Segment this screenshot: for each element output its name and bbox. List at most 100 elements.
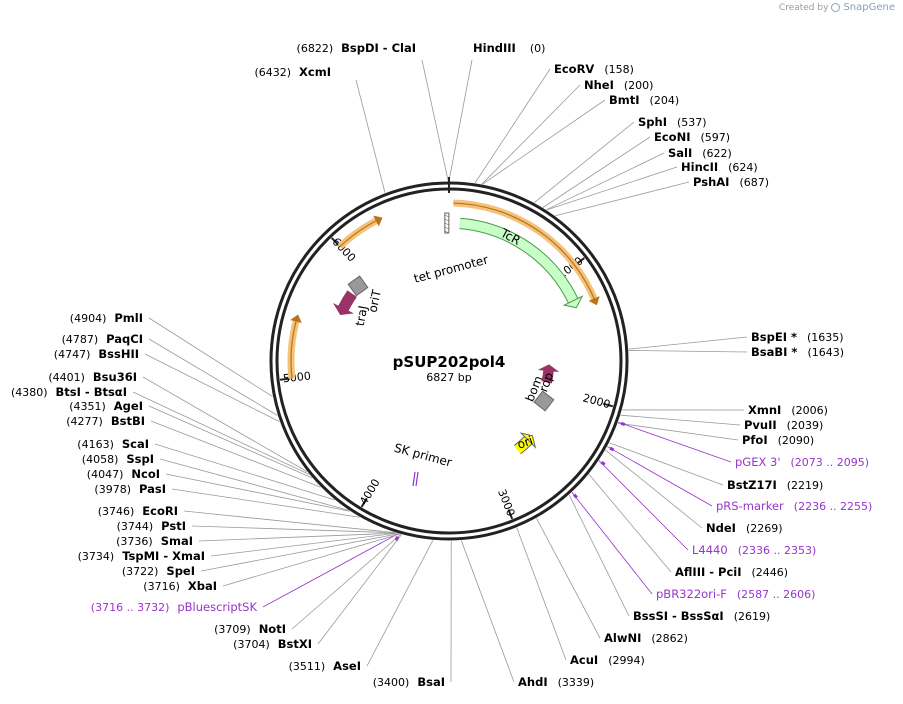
site-name: SmaI <box>161 534 193 548</box>
site-label-pasi: (3978)PasI <box>94 482 166 496</box>
site-name: BssHII <box>98 347 139 361</box>
tet-promoter-stripe <box>444 214 449 218</box>
feature-box-bom <box>533 390 555 412</box>
site-name: BspEI * <box>751 330 797 344</box>
feature-box-orit <box>347 275 369 297</box>
site-position: (3746) <box>98 505 135 518</box>
tick-mark-6000 <box>331 237 340 246</box>
leader-sphi <box>534 121 635 203</box>
site-label-scai: (4163)ScaI <box>77 437 149 451</box>
leader-asei <box>366 540 434 667</box>
leader-lines <box>132 59 748 683</box>
leader-bsu36i <box>142 376 308 472</box>
site-label-asei: (3511) AseI <box>289 659 361 673</box>
site-name: HincII <box>681 160 718 174</box>
feature-label-rop: rop <box>536 371 556 394</box>
snapgene-logo-icon <box>831 3 841 12</box>
plasmid-name: pSUP202pol4 <box>393 353 506 371</box>
site-name: BstXI <box>278 637 312 651</box>
site-label-bsabi: BsaBI *(1643) <box>751 345 844 359</box>
site-position: (200) <box>624 79 654 92</box>
site-position: (0) <box>530 42 546 55</box>
leader-paqci <box>148 338 278 416</box>
site-label-bsssi-bsss-i: BssSI - BssSαI(2619) <box>633 609 770 623</box>
site-name: AlwNI <box>604 631 641 645</box>
leader-scai <box>154 443 335 501</box>
site-name: NdeI <box>706 521 736 535</box>
site-name: BsaBI * <box>751 345 797 359</box>
site-label-pgex-3: pGEX 3'(2073 .. 2095) <box>735 455 869 469</box>
site-label-nhei: NheI(200) <box>584 78 653 92</box>
leader-bsshii <box>144 353 280 422</box>
tick-mark-4000 <box>360 497 368 508</box>
site-label-sphi: SphI(537) <box>638 115 707 129</box>
site-name: AhdI <box>518 675 548 689</box>
leader-bsssi-bsss-i <box>568 494 630 617</box>
site-label-btsi-bts-i: (4380)BtsI - BtsαI <box>11 385 127 399</box>
site-label-hincii: HincII (624) <box>681 160 758 174</box>
site-label-bspdi-clai: (6822) BspDI - ClaI <box>297 41 416 55</box>
site-label-afliii-pcii: AflIII - PciI(2446) <box>675 565 788 579</box>
primer-site-mark <box>600 461 606 466</box>
site-position: (2073 .. 2095) <box>791 456 870 469</box>
site-label-xcmi: (6432) XcmI <box>254 65 331 79</box>
feature-label-sk-primer: SK primer <box>393 441 454 470</box>
site-position: (4380) <box>11 386 48 399</box>
site-position: (3704) <box>233 638 270 651</box>
site-label-pmli: (4904)PmlI <box>70 311 143 325</box>
site-position: (3736) <box>116 535 153 548</box>
site-position: (4787) <box>62 333 99 346</box>
tet-promoter-stripe <box>444 226 449 230</box>
primer-site-mark <box>609 446 615 452</box>
tet-promoter-stripe <box>444 218 449 222</box>
tick-mark-1000 <box>575 257 585 265</box>
leader-pvuii <box>620 414 741 426</box>
site-label-noti: (3709)NotI <box>214 622 286 636</box>
site-name: AseI <box>333 659 361 673</box>
orf-arrows <box>287 199 600 379</box>
leader-pbr322ori-f <box>571 492 653 595</box>
site-name: SpeI <box>166 564 195 578</box>
site-position: (6432) <box>254 66 291 79</box>
credit-prefix: Created by <box>778 2 829 13</box>
site-label-alwni: AlwNI(2862) <box>604 631 688 645</box>
site-label-pvuii: PvuII(2039) <box>744 418 823 432</box>
leader-spei <box>200 533 399 572</box>
site-position: (2269) <box>746 522 783 535</box>
leader-pasi <box>171 488 360 518</box>
tick-label-5000: 5000 <box>282 369 311 385</box>
feature-head-tcr <box>562 295 584 309</box>
site-label-econi: EcoNI(597) <box>654 130 730 144</box>
primer-site-mark <box>572 493 578 499</box>
site-name: BsaI <box>417 675 445 689</box>
leader-bsabi <box>628 350 748 353</box>
feature-body-tcr <box>459 218 578 303</box>
site-name: BspDI - ClaI <box>341 41 416 55</box>
site-position: (3722) <box>122 565 159 578</box>
site-position: (6822) <box>297 42 334 55</box>
site-label-paqci: (4787)PaqCI <box>62 332 143 346</box>
site-position: (622) <box>702 147 732 160</box>
site-name: BstBI <box>111 414 145 428</box>
site-position: (2587 .. 2606) <box>737 588 816 601</box>
site-name: PstI <box>161 519 186 533</box>
site-name: XcmI <box>299 65 331 79</box>
site-position: (3511) <box>289 660 326 673</box>
feature-head-ori <box>519 432 537 449</box>
leader-ahdi <box>460 540 515 683</box>
site-label-pshai: PshAI(687) <box>693 175 769 189</box>
leader-tspmi-xmai <box>210 532 397 557</box>
site-name: BmtI <box>609 93 640 107</box>
site-position: (624) <box>728 161 758 174</box>
leader-pgex-3 <box>618 421 732 463</box>
feature-label-traj: traJ <box>353 304 370 327</box>
leader-xbai <box>222 533 400 587</box>
site-label-pfoi: PfoI(2090) <box>742 433 814 447</box>
leader-prs-marker <box>607 446 713 507</box>
primer-site-mark <box>620 421 626 427</box>
site-label-l4440: L4440(2336 .. 2353) <box>692 543 816 557</box>
site-name: ScaI <box>122 437 149 451</box>
leader-btsi-bts-i <box>132 391 310 475</box>
site-name: PfoI <box>742 433 768 447</box>
site-position: (4058) <box>82 453 119 466</box>
